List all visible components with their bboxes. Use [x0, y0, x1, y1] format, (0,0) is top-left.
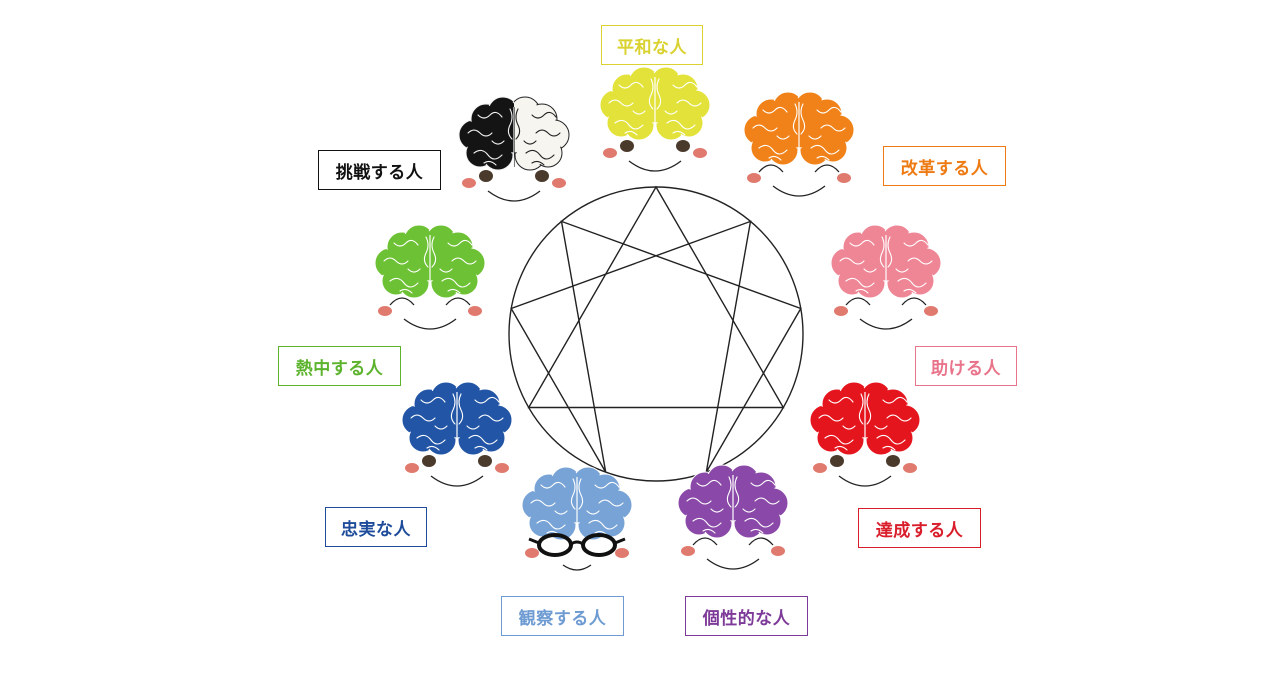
- label-loyal: 忠実な人: [325, 507, 427, 547]
- brain-icon: [830, 224, 942, 299]
- label-achieve: 達成する人: [858, 508, 981, 548]
- character-challenge: [458, 96, 570, 202]
- character-observe: [521, 466, 633, 571]
- characters: [374, 66, 942, 571]
- label-enthusiast: 熱中する人: [278, 346, 401, 386]
- face: [462, 170, 566, 202]
- face: [834, 297, 938, 330]
- face: [681, 537, 785, 570]
- brain-icon: [458, 96, 570, 171]
- label-challenge: 挑戦する人: [318, 150, 441, 190]
- face: [747, 164, 851, 197]
- character-help: [830, 224, 942, 330]
- enneagram-triangle: [527, 185, 785, 409]
- character-individual: [677, 464, 789, 570]
- brain-icon: [401, 381, 513, 456]
- label-peace: 平和な人: [601, 25, 703, 65]
- character-achieve: [809, 381, 921, 487]
- label-individual: 個性的な人: [685, 596, 808, 636]
- label-observe: 観察する人: [501, 596, 624, 636]
- brain-icon: [599, 66, 711, 141]
- enneagram-hexad: [510, 220, 802, 473]
- label-help: 助ける人: [915, 346, 1017, 386]
- character-loyal: [401, 381, 513, 487]
- brain-icon: [521, 466, 633, 541]
- face: [378, 297, 482, 330]
- brain-icon: [809, 381, 921, 456]
- face: [603, 140, 707, 172]
- enneagram-figure: [508, 185, 804, 482]
- face: [405, 455, 509, 487]
- enneagram-circle: [508, 186, 804, 482]
- face: [813, 455, 917, 487]
- label-reform: 改革する人: [883, 146, 1006, 186]
- character-peace: [599, 66, 711, 172]
- brain-icon: [677, 464, 789, 539]
- brain-icon: [374, 224, 486, 299]
- face: [525, 533, 629, 571]
- character-enthusiast: [374, 224, 486, 330]
- brain-icon: [743, 91, 855, 166]
- glasses-icon: [528, 533, 626, 557]
- character-reform: [743, 91, 855, 197]
